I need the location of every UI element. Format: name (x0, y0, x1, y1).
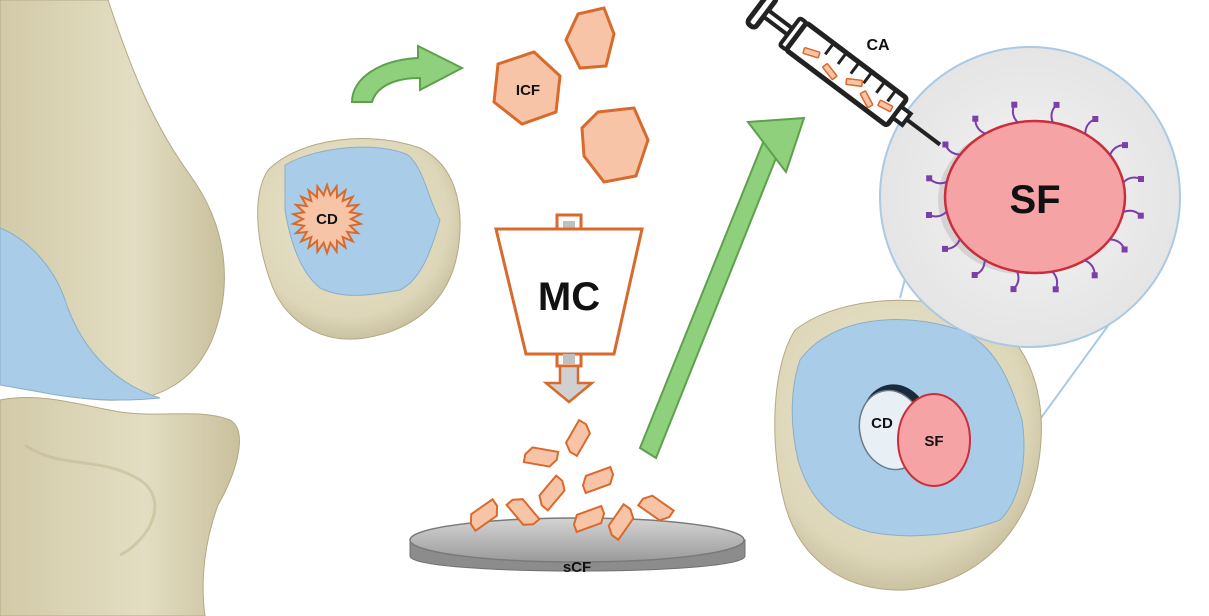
small-fragment (505, 498, 541, 526)
scf-label: sCF (563, 559, 591, 576)
zoom-view: SF (879, 46, 1181, 348)
ligand-tip (1138, 176, 1144, 182)
cartilage-defect-starburst (290, 181, 364, 257)
ligand-tip (1121, 246, 1128, 253)
small-fragment (538, 474, 566, 512)
small-fragment (522, 446, 560, 468)
ligand-tip (942, 245, 948, 252)
ligand-tip (972, 115, 979, 122)
ligand-tip (1137, 212, 1144, 219)
sf-small-implant (897, 393, 971, 487)
ligand-tip (926, 212, 932, 218)
small-fragments (469, 418, 676, 542)
arrow-curved-icon (350, 44, 465, 103)
ligand-tip (1010, 286, 1017, 293)
ligand-tip (1011, 101, 1018, 108)
small-fragment (636, 494, 676, 522)
icf-fragments: ICF (492, 6, 650, 184)
sf-zoom-scaffold (943, 119, 1127, 275)
arrow-down-icon (542, 364, 596, 404)
small-fragment (564, 418, 592, 458)
mc-funnel (494, 227, 644, 356)
knee-joint (0, 0, 240, 616)
ligand-tip (971, 272, 978, 278)
ligand-tip (1053, 101, 1060, 108)
syringe-icon (745, 0, 942, 147)
cd-small-label: CD (871, 415, 893, 432)
mc-label: MC (538, 275, 600, 319)
small-fragment (572, 504, 606, 534)
ligand-tip (926, 175, 933, 182)
mechanical-cutter: MC (494, 213, 644, 368)
ligand-tip (1122, 142, 1128, 149)
syringe-needle (905, 117, 942, 147)
small-fragment (469, 497, 499, 533)
arrow-up-right-icon (638, 116, 806, 460)
ligand-tip (1092, 116, 1099, 122)
small-fragment (581, 465, 615, 495)
ligand-tip (1091, 272, 1098, 279)
icf-label: ICF (516, 82, 540, 99)
icf-fragment (580, 106, 650, 184)
ca-label: CA (866, 37, 890, 54)
recipient-condyle: CD SF (774, 299, 1042, 591)
sf-zoom-label: SF (1009, 178, 1060, 222)
small-fragment (607, 502, 635, 542)
ligand-tip (942, 141, 949, 148)
donor-cartilage (284, 146, 441, 296)
icf-fragment (492, 50, 562, 126)
sf-small-label: SF (924, 433, 943, 450)
cd-label: CD (316, 211, 338, 228)
ligand-tip (1052, 286, 1059, 293)
ca-ligands (926, 101, 1144, 293)
icf-fragment (564, 6, 616, 70)
femur-cartilage (0, 227, 161, 401)
donor-condyle: CD (257, 138, 461, 340)
tibia-bone (0, 397, 240, 616)
